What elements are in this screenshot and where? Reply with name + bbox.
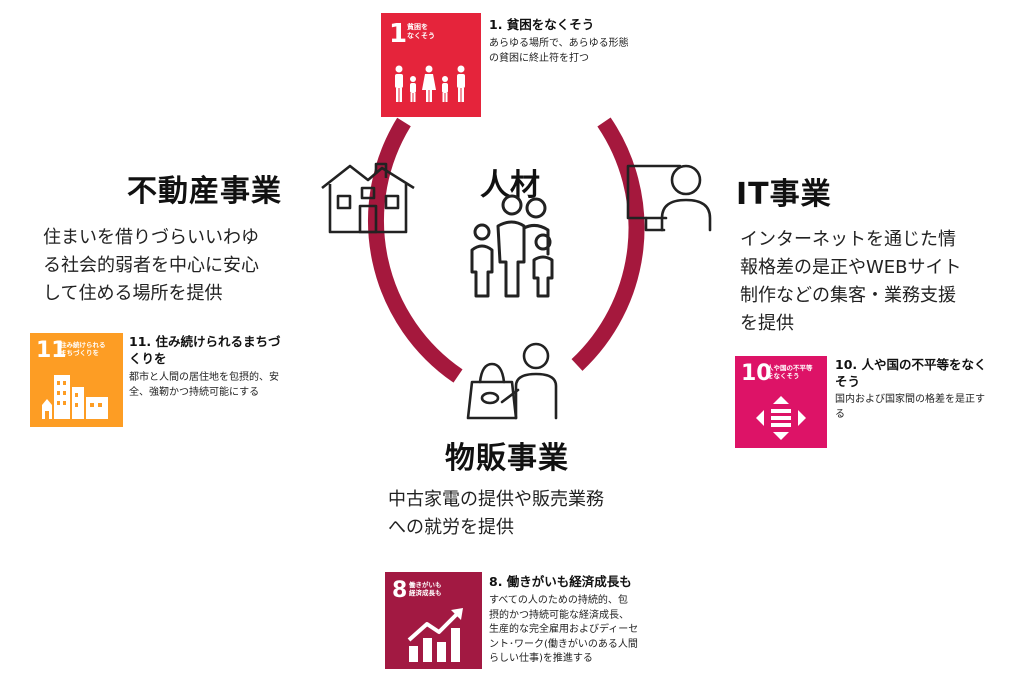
sdg10-title: 10. 人や国の不平等をなく そう (835, 357, 987, 389)
ring-arc-left (368, 117, 463, 383)
sdg8-desc: すべての人のための持続的、包 摂的かつ持続可能な経済成長、 生産的な完全雇用およ… (489, 595, 639, 664)
sdg10-tile: 10 人や国の不平等 をなくそう (735, 356, 827, 448)
family-icon (470, 194, 554, 298)
house-icon (321, 162, 415, 234)
sdg8-tile-text: 働きがいも 経済成長も (409, 581, 442, 598)
sdg11-desc: 都市と人間の居住地を包摂的、安 全、強靭かつ持続可能にする (129, 372, 279, 398)
it-title: IT事業 (736, 177, 832, 212)
sdg10-desc: 国内および国家間の格差を是正す る (835, 394, 985, 420)
sdg1-number: 1 (389, 19, 408, 49)
computer-user-icon (626, 164, 712, 232)
sdg8-tile: 8 働きがいも 経済成長も (385, 572, 482, 669)
realestate-desc: 住まいを借りづらいいわゆ る社会的弱者を中心に安心 して住める場所を提供 (43, 227, 259, 304)
growth-chart-icon (407, 608, 463, 662)
sdg11-tile: 11 住み続けられる まちづくりを (30, 333, 123, 427)
sdg10-tile-text: 人や国の不平等 をなくそう (767, 364, 813, 381)
sdg11-number: 11 (36, 338, 67, 363)
it-desc: インターネットを通じた情 報格差の是正やWEBサイト 制作などの集客・業務支援 … (740, 229, 962, 334)
sdg8-number: 8 (392, 578, 408, 603)
ring-arc-right (571, 117, 645, 371)
inequality-icon (756, 396, 806, 440)
sdg11-tile-text: 住み続けられる まちづくりを (60, 341, 106, 358)
city-buildings-icon (42, 375, 108, 419)
sdg8-title: 8. 働きがいも経済成長も (489, 574, 632, 589)
sales-desc: 中古家電の提供や販売業務 への就労を提供 (388, 489, 604, 538)
sdg1-tile: 1 貧困を なくそう (381, 13, 481, 117)
sdg1-desc: あらゆる場所で、あらゆる形態 の貧困に終止符を打つ (489, 38, 629, 64)
realestate-title: 不動産事業 (127, 174, 282, 209)
shopping-icon (466, 342, 558, 420)
sdg11-title: 11. 住み続けられるまちづ くりを (129, 334, 281, 366)
sdg1-title: 1. 貧困をなくそう (489, 17, 595, 32)
sdg1-tile-text: 貧困を なくそう (407, 23, 435, 40)
poverty-family-icon (395, 65, 465, 102)
sales-title: 物販事業 (445, 441, 569, 476)
sdg10-number: 10 (741, 361, 772, 386)
